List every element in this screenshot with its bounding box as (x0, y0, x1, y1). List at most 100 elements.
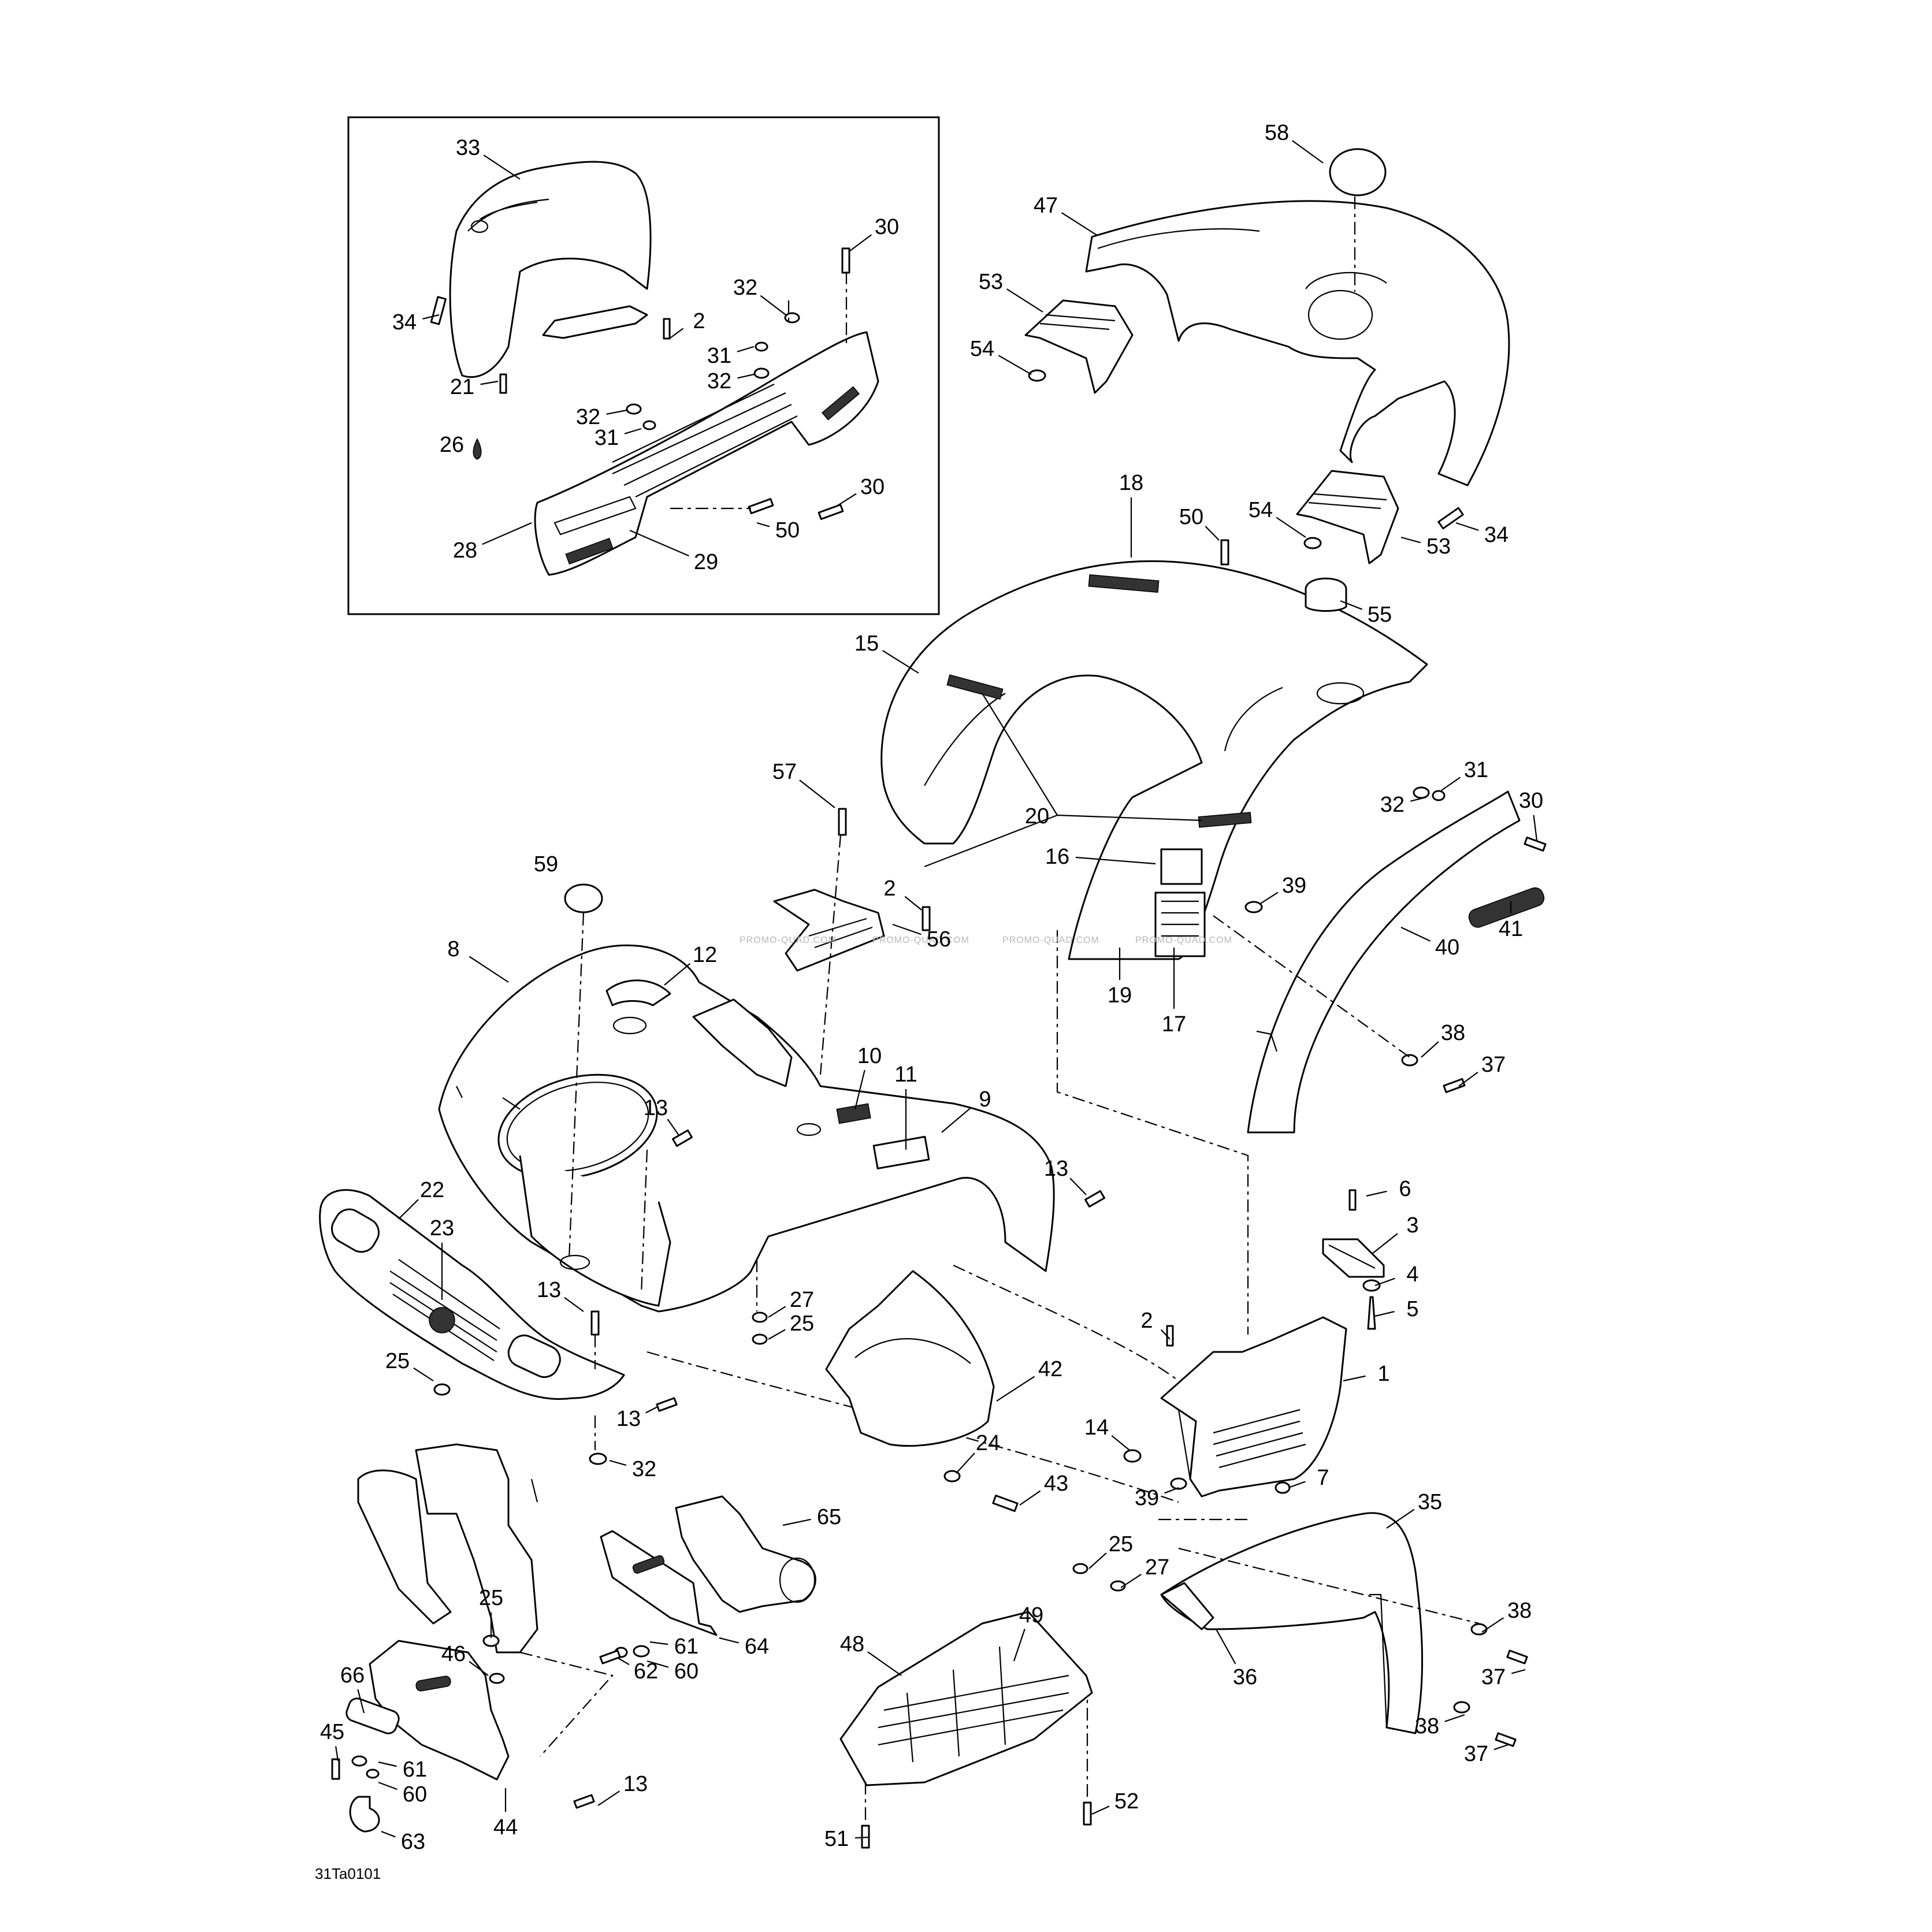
leader-line-32 (737, 373, 755, 379)
callout-label-19: 19 (1108, 983, 1132, 1008)
leader-line-30 (849, 234, 872, 252)
callout-label-47: 47 (1034, 194, 1058, 218)
leader-line-4 (1374, 1277, 1395, 1287)
callout-label-64: 64 (745, 1634, 769, 1659)
leader-line-35 (1386, 1509, 1415, 1529)
callout-label-18: 18 (1119, 471, 1143, 495)
leader-line-32 (760, 295, 786, 315)
callout-label-34: 34 (1484, 523, 1509, 547)
watermark-2: PROMO-QUAD.COM (872, 935, 969, 945)
leader-line-22 (398, 1199, 419, 1220)
leader-line-38 (1444, 1714, 1465, 1722)
callout-label-29: 29 (694, 550, 718, 574)
callout-label-32: 32 (1380, 793, 1405, 817)
callout-label-13: 13 (644, 1096, 668, 1120)
part-36-mud-flap (1160, 1582, 1214, 1630)
callout-label-49: 49 (1019, 1603, 1043, 1628)
leader-line-60 (647, 1660, 669, 1668)
leader-line-39 (1164, 1487, 1179, 1494)
leader-51-52 (864, 1699, 1088, 1820)
part-56-bracket (773, 889, 885, 972)
leader-line-6 (1366, 1190, 1387, 1197)
leader-line-50 (1205, 526, 1220, 541)
part-48-skid-plate (839, 1611, 1093, 1786)
callout-label-31: 31 (707, 344, 731, 368)
leader-line-13 (645, 1406, 658, 1414)
leader-line-53 (1400, 536, 1421, 544)
leader-line-39 (1259, 891, 1279, 905)
callout-label-56: 56 (927, 927, 951, 952)
watermark-4: PROMO-QUAD.COM (1135, 935, 1232, 945)
callout-label-7: 7 (1317, 1466, 1329, 1490)
inset-fasteners (430, 247, 850, 520)
leader-line-32 (1410, 796, 1426, 802)
leader-line-66 (357, 1689, 365, 1714)
leader-line-20-extra (924, 814, 1058, 868)
leader-line-2 (904, 896, 922, 911)
part-6-screw (1348, 1189, 1357, 1211)
part-64-winch-bracket (600, 1530, 718, 1636)
callout-label-38: 38 (1507, 1599, 1532, 1623)
callout-label-27: 27 (1145, 1555, 1169, 1580)
callout-label-38: 38 (1415, 1714, 1439, 1738)
part-7-nut (1275, 1481, 1291, 1494)
part-65-winch (675, 1495, 816, 1613)
leader-line-12 (664, 963, 691, 986)
part-53-rack-left (1024, 299, 1134, 394)
callout-label-10: 10 (857, 1044, 882, 1068)
leader-line-1 (1343, 1375, 1366, 1382)
part-14-nut (1123, 1449, 1142, 1463)
watermark-3: PROMO-QUAD.COM (1002, 935, 1099, 945)
part-39-nut (1170, 1477, 1187, 1490)
leader-line-60 (378, 1781, 397, 1790)
part-57-bolt (838, 808, 847, 836)
leader-line-38 (1481, 1617, 1504, 1633)
callout-label-61: 61 (674, 1634, 699, 1659)
callout-label-5: 5 (1406, 1297, 1418, 1321)
callout-label-48: 48 (840, 1632, 864, 1656)
part-34-reflector-right (1437, 507, 1464, 530)
leader-line-42 (996, 1376, 1035, 1402)
callout-label-36: 36 (1233, 1665, 1257, 1689)
callout-label-39: 39 (1282, 874, 1306, 898)
callout-label-60: 60 (403, 1782, 427, 1807)
callout-label-22: 22 (420, 1178, 444, 1202)
callout-label-41: 41 (1499, 917, 1523, 941)
callout-label-25: 25 (790, 1311, 814, 1336)
leader-line-38 (1421, 1041, 1439, 1058)
callout-label-20: 20 (1025, 804, 1049, 828)
leader-line-57 (799, 779, 835, 808)
fasteners-right (1213, 786, 1547, 1093)
callout-label-31: 31 (595, 426, 619, 450)
callout-label-11: 11 (894, 1062, 917, 1087)
callout-label-15: 15 (854, 631, 879, 656)
callout-label-3: 3 (1406, 1213, 1418, 1238)
callout-label-30: 30 (1519, 789, 1543, 813)
callout-label-59: 59 (534, 852, 558, 876)
leader-line-31 (737, 345, 755, 352)
leader-line-54 (1276, 517, 1306, 538)
leader-line-14 (1111, 1435, 1130, 1451)
callout-label-38: 38 (1441, 1021, 1465, 1045)
leader-line-34 (422, 314, 440, 319)
part-58-cap (1329, 148, 1387, 196)
callout-label-23: 23 (430, 1216, 454, 1240)
part-8-front-body (438, 944, 1055, 1313)
part-54-grommet-left (1028, 369, 1046, 382)
part-66-winch-plate (345, 1640, 510, 1781)
leader-line-27 (1120, 1573, 1142, 1588)
part-22-front-grille (319, 1189, 625, 1400)
figure-code: 31Ta0101 (315, 1865, 381, 1882)
callout-label-34: 34 (392, 310, 417, 335)
callout-label-12: 12 (693, 943, 717, 967)
part-24-washer (943, 1470, 961, 1483)
leader-line-13 (564, 1297, 584, 1312)
callout-label-17: 17 (1162, 1012, 1186, 1036)
leader-line-20-extra (1057, 814, 1202, 822)
part-52-bolt (1083, 1801, 1092, 1826)
part-4-washer (1362, 1279, 1381, 1292)
leader-line-32 (606, 409, 627, 415)
part-42-inner-panel (825, 1270, 995, 1447)
leader-line-54 (998, 355, 1032, 375)
